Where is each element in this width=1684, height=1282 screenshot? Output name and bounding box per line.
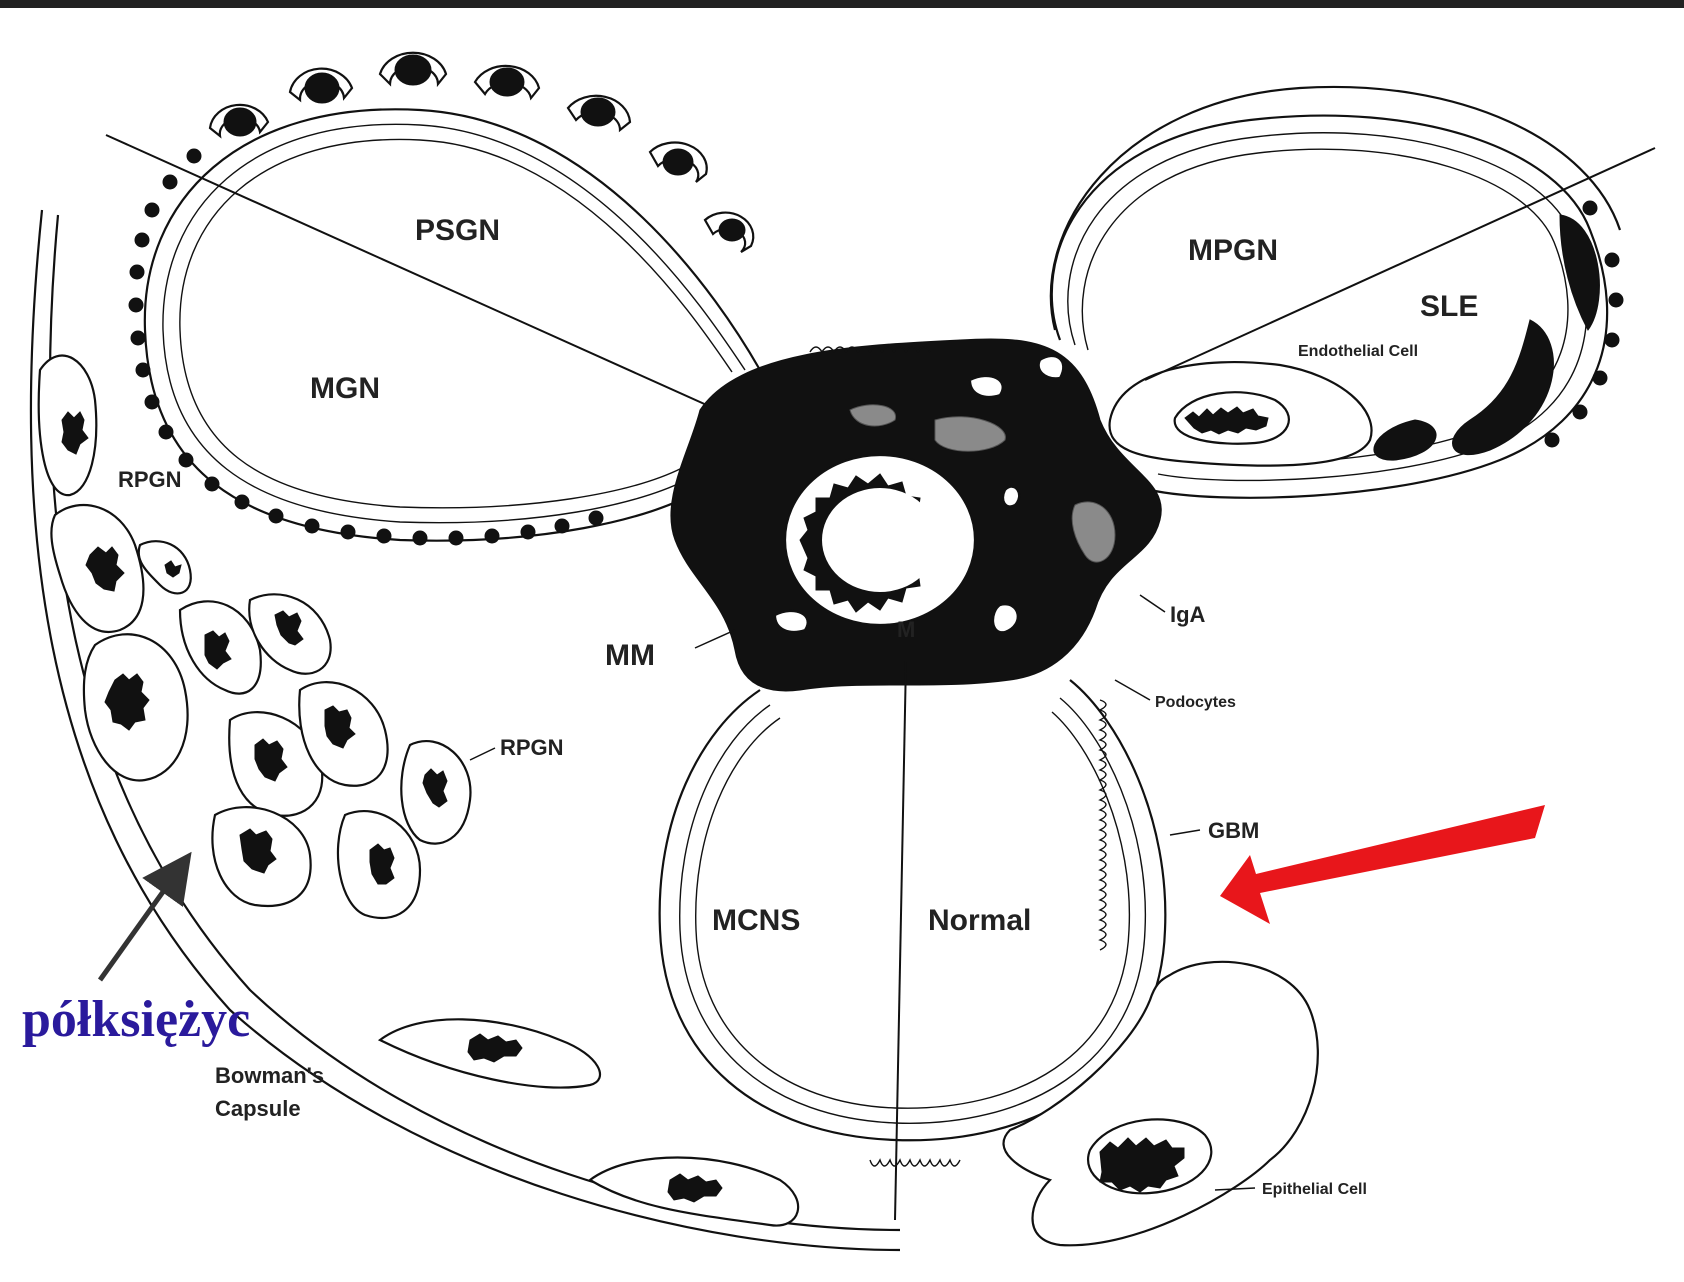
red-arrow <box>1220 805 1545 924</box>
label-iga: IgA <box>1170 602 1206 627</box>
capillary-loop-psgn-mgn <box>145 109 760 540</box>
label-mpgn: MPGN <box>1188 234 1278 267</box>
divider-mcns-normal <box>895 660 906 1220</box>
label-bowmans-line2: Capsule <box>215 1096 301 1121</box>
label-rpgn-mid: RPGN <box>500 735 564 760</box>
label-sle: SLE <box>1420 290 1478 323</box>
label-crescent-polish: półksiężyc <box>22 991 250 1048</box>
mm-pointer <box>695 630 735 648</box>
gbm-pointer <box>1170 830 1200 835</box>
divider-psgn-mgn <box>106 135 740 420</box>
rpgn-mid-pointer <box>470 748 495 760</box>
red-arrow-shape <box>1220 805 1545 924</box>
label-gbm: GBM <box>1208 818 1259 843</box>
label-mgn: MGN <box>310 372 380 405</box>
label-epithelial-cell: Epithelial Cell <box>1262 1181 1367 1198</box>
label-normal: Normal <box>928 904 1031 937</box>
label-endothelial-cell: Endothelial Cell <box>1298 343 1418 360</box>
epithelial-cell <box>1004 962 1318 1245</box>
label-mcns: MCNS <box>712 904 800 937</box>
label-bowmans-line1: Bowman's <box>215 1063 324 1088</box>
mesangium <box>671 339 1161 691</box>
top-border <box>0 0 1684 8</box>
label-podocytes: Podocytes <box>1155 694 1236 711</box>
label-rpgn-top: RPGN <box>118 467 182 492</box>
podocytes-pointer <box>1115 680 1150 700</box>
label-mm: MM <box>605 639 655 672</box>
iga-pointer <box>1140 595 1165 612</box>
label-m: M <box>897 617 915 642</box>
mgn-deposits <box>129 149 603 545</box>
label-psgn: PSGN <box>415 214 500 247</box>
